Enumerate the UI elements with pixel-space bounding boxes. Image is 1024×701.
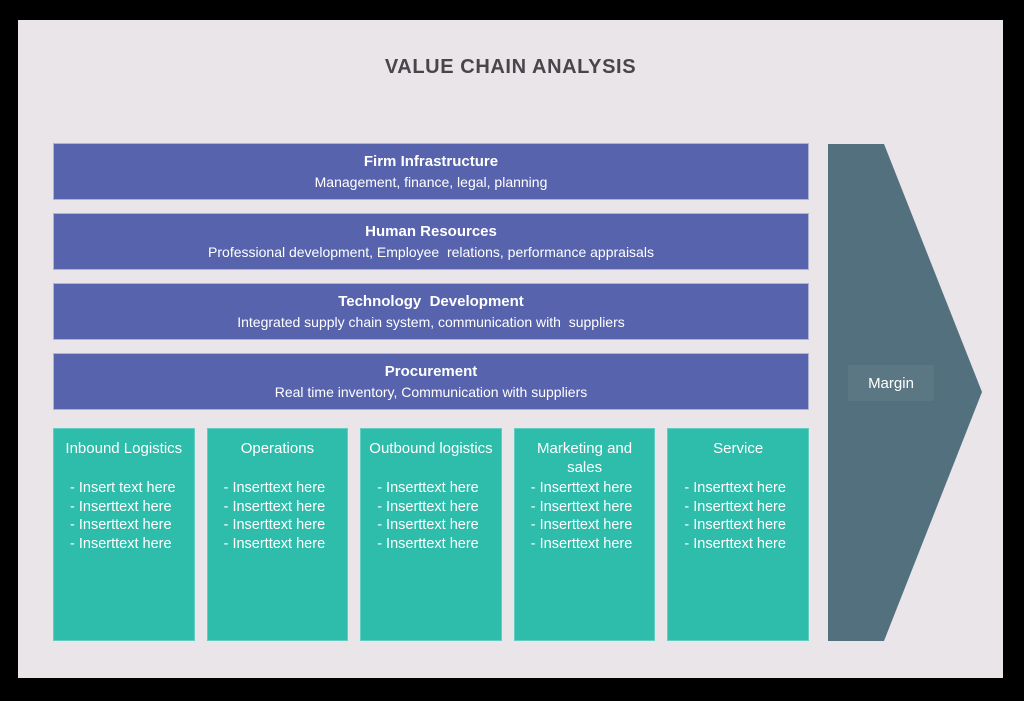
primary-activity-box-service: Service - Inserttext here - Inserttext h… (667, 428, 809, 641)
box-title: Operations (240, 440, 315, 457)
bar-title: Firm Infrastructure (363, 153, 499, 170)
box-title: Inbound Logistics (65, 440, 183, 457)
margin-label: Margin (848, 365, 934, 401)
bar-subtitle: Professional development, Employee relat… (208, 244, 654, 260)
box-items: - Inserttext here - Inserttext here - In… (684, 480, 786, 552)
box-title: Outbound logistics (369, 440, 493, 457)
box-items: - Inserttext here - Inserttext here - In… (530, 480, 633, 552)
bar-title: Technology Development (338, 293, 524, 310)
support-activity-bar-human-resources: Human Resources Professional development… (53, 213, 809, 270)
primary-activity-box-marketing-and-sales: Marketing and sales - Inserttext here - … (513, 428, 656, 641)
primary-activities-row: Inbound Logistics - Insert text here - I… (53, 428, 809, 641)
box-title: Marketing and sales (537, 440, 633, 476)
bar-subtitle: Management, finance, legal, planning (314, 174, 548, 190)
primary-activity-box-outbound-logistics: Outbound logistics - Inserttext here - I… (360, 428, 502, 641)
margin-arrow: Margin (828, 144, 982, 641)
support-activity-bar-procurement: Procurement Real time inventory, Communi… (53, 353, 809, 410)
bar-title: Human Resources (365, 223, 497, 240)
support-activity-bar-firm-infrastructure: Firm Infrastructure Management, finance,… (53, 143, 809, 200)
box-items: - Insert text here - Inserttext here - I… (70, 480, 176, 552)
page-title: VALUE CHAIN ANALYSIS (384, 56, 637, 78)
box-items: - Inserttext here - Inserttext here - In… (223, 480, 326, 552)
diagram-canvas: VALUE CHAIN ANALYSIS Firm Infrastructure… (18, 20, 1003, 678)
margin-arrow-shape (828, 144, 982, 641)
bar-title: Procurement (384, 363, 478, 380)
support-activity-bar-technology-development: Technology Development Integrated supply… (53, 283, 809, 340)
box-title: Service (713, 440, 764, 457)
box-items: - Inserttext here - Inserttext here - In… (377, 480, 479, 552)
bar-subtitle: Integrated supply chain system, communic… (237, 314, 625, 330)
primary-activity-box-operations: Operations - Inserttext here - Inserttex… (206, 428, 349, 641)
bar-subtitle: Real time inventory, Communication with … (274, 384, 588, 400)
primary-activity-box-inbound-logistics: Inbound Logistics - Insert text here - I… (53, 428, 195, 641)
